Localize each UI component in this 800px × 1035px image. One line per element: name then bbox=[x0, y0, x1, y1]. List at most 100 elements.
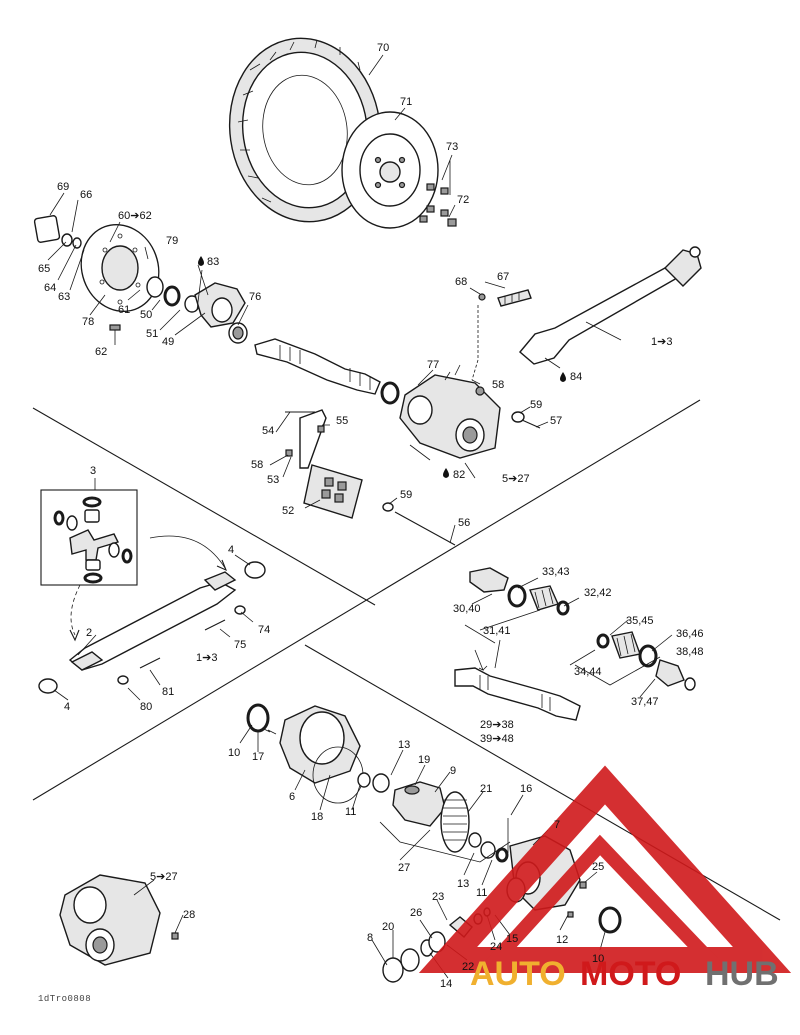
watermark-moto: MOTO bbox=[580, 955, 681, 993]
callout-75: 75 bbox=[234, 639, 246, 651]
callout-30-40: 30,40 bbox=[453, 603, 481, 615]
callout-10-a: 10 bbox=[228, 747, 240, 759]
oil-drop-icon bbox=[198, 256, 566, 478]
callout-15: 15 bbox=[506, 933, 518, 945]
callout-55: 55 bbox=[336, 415, 348, 427]
callout-7: 7 bbox=[554, 819, 560, 831]
callout-64: 64 bbox=[44, 282, 56, 294]
callout-82: 82 bbox=[453, 469, 465, 481]
callout-59-a: 59 bbox=[530, 399, 542, 411]
callout-61: 61 bbox=[118, 304, 130, 316]
callout-13-b: 13 bbox=[457, 878, 469, 890]
callout-72: 72 bbox=[457, 194, 469, 206]
callout-69: 69 bbox=[57, 181, 69, 193]
callout-22: 22 bbox=[462, 961, 474, 973]
callout-62: 62 bbox=[95, 346, 107, 358]
callout-23: 23 bbox=[432, 891, 444, 903]
callout-36-46: 36,46 bbox=[676, 628, 704, 640]
callout-73: 73 bbox=[446, 141, 458, 153]
callout-5-27-top: 5➔27 bbox=[502, 473, 530, 485]
front-drive-shaft-right bbox=[519, 246, 702, 365]
callout-81: 81 bbox=[162, 686, 174, 698]
callout-83: 83 bbox=[207, 256, 219, 268]
callout-56: 56 bbox=[458, 517, 470, 529]
callout-39-48: 39➔48 bbox=[480, 733, 514, 745]
mounting-bracket bbox=[285, 386, 541, 546]
callout-8: 8 bbox=[367, 932, 373, 944]
callout-57: 57 bbox=[550, 415, 562, 427]
wheel-nuts bbox=[419, 183, 457, 227]
callout-27: 27 bbox=[398, 862, 410, 874]
callout-49: 49 bbox=[162, 336, 174, 348]
callout-17: 17 bbox=[252, 751, 264, 763]
u-joint-inset bbox=[40, 489, 228, 642]
front-drive-shaft-left bbox=[254, 338, 400, 405]
tire-and-rim bbox=[228, 37, 439, 229]
callout-51: 51 bbox=[146, 328, 158, 340]
callout-16: 16 bbox=[520, 783, 532, 795]
callout-52: 52 bbox=[282, 505, 294, 517]
callout-77: 77 bbox=[427, 359, 439, 371]
callout-80: 80 bbox=[140, 701, 152, 713]
callout-21: 21 bbox=[480, 783, 492, 795]
leader-lines bbox=[47, 54, 673, 979]
callout-76: 76 bbox=[249, 291, 261, 303]
callout-65: 65 bbox=[38, 263, 50, 275]
callout-53: 53 bbox=[267, 474, 279, 486]
callout-59-b: 59 bbox=[400, 489, 412, 501]
callout-32-42: 32,42 bbox=[584, 587, 612, 599]
callout-28: 28 bbox=[183, 909, 195, 921]
callout-84: 84 bbox=[570, 371, 582, 383]
watermark-auto: AUTO bbox=[470, 955, 566, 993]
callout-13-a: 13 bbox=[398, 739, 410, 751]
rear-differential-assembled bbox=[59, 874, 179, 966]
callout-37-47: 37,47 bbox=[631, 696, 659, 708]
callout-11-b: 11 bbox=[476, 887, 487, 899]
callout-1-3-top: 1➔3 bbox=[651, 336, 672, 348]
callout-58-b: 58 bbox=[251, 459, 263, 471]
breather-bellows bbox=[471, 289, 532, 381]
callout-78: 78 bbox=[82, 316, 94, 328]
callout-54: 54 bbox=[262, 425, 274, 437]
callout-63: 63 bbox=[58, 291, 70, 303]
front-differential-housing bbox=[399, 364, 501, 459]
callout-3: 3 bbox=[90, 465, 96, 477]
callout-24: 24 bbox=[490, 941, 502, 953]
callout-68: 68 bbox=[455, 276, 467, 288]
callout-5-27-bottom: 5➔27 bbox=[150, 871, 178, 883]
callout-25: 25 bbox=[592, 861, 604, 873]
drawing-reference-code: 1dTro0808 bbox=[38, 994, 92, 1004]
callout-12: 12 bbox=[556, 934, 568, 946]
callout-6: 6 bbox=[289, 791, 295, 803]
hub-brake-assembly bbox=[33, 215, 248, 344]
callout-35-45: 35,45 bbox=[626, 615, 654, 627]
callout-4-a: 4 bbox=[228, 544, 234, 556]
callout-2: 2 bbox=[86, 627, 92, 639]
callout-14: 14 bbox=[440, 978, 452, 990]
propeller-shaft bbox=[38, 561, 266, 694]
callout-1-3-mid: 1➔3 bbox=[196, 652, 217, 664]
cv-joint-parts bbox=[454, 567, 696, 721]
callout-70: 70 bbox=[377, 42, 389, 54]
callout-9: 9 bbox=[450, 765, 456, 777]
callout-10-b: 10 bbox=[592, 953, 604, 965]
callout-67: 67 bbox=[497, 271, 509, 283]
callout-11-a: 11 bbox=[345, 806, 356, 818]
callout-18: 18 bbox=[311, 811, 323, 823]
callout-31-41: 31,41 bbox=[483, 625, 511, 637]
watermark-hub: HUB bbox=[705, 955, 779, 993]
callout-26: 26 bbox=[410, 907, 422, 919]
automotohub-watermark-text: AUTO MOTO HUB bbox=[470, 955, 779, 993]
callout-4-b: 4 bbox=[64, 701, 70, 713]
callout-29-38: 29➔38 bbox=[480, 719, 514, 731]
callout-60-62: 60➔62 bbox=[118, 210, 152, 222]
callout-50: 50 bbox=[140, 309, 152, 321]
callout-58-a: 58 bbox=[492, 379, 504, 391]
automotohub-logo-mark bbox=[418, 765, 792, 973]
callout-20: 20 bbox=[382, 921, 394, 933]
callout-33-43: 33,43 bbox=[542, 566, 570, 578]
callout-38-48: 38,48 bbox=[676, 646, 704, 658]
callout-74: 74 bbox=[258, 624, 270, 636]
callout-34-44: 34,44 bbox=[574, 666, 602, 678]
